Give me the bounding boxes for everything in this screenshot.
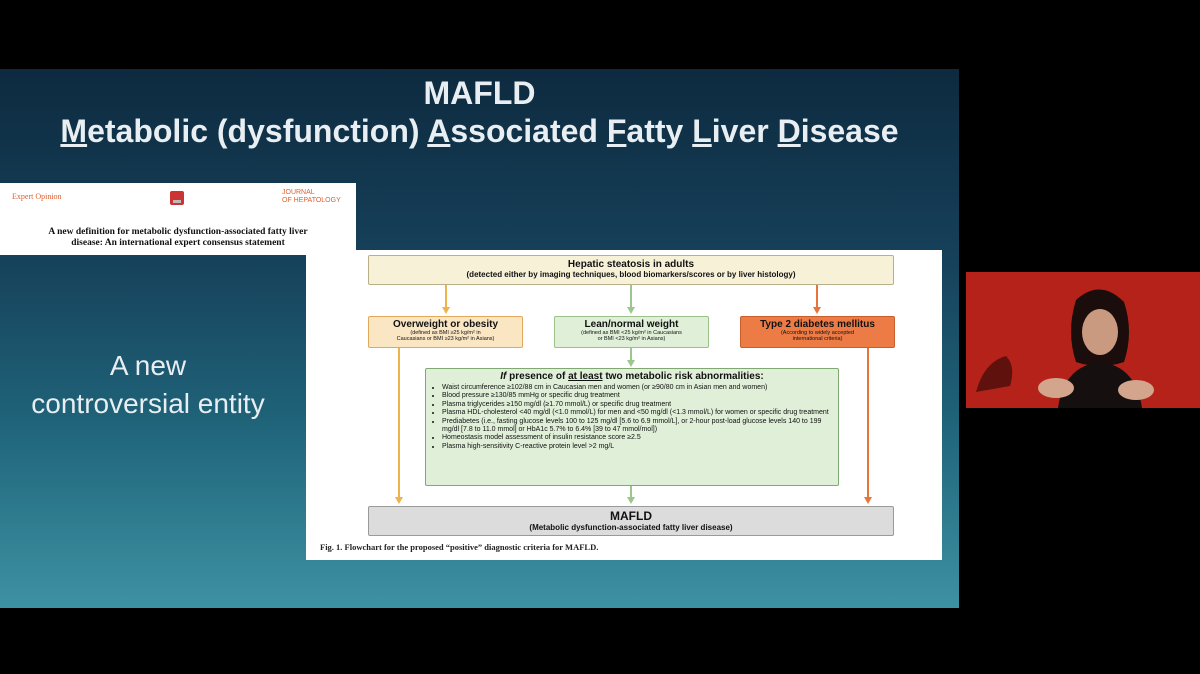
figure-caption: Fig. 1. Flowchart for the proposed “posi… <box>320 542 599 552</box>
presentation-slide: MAFLD Metabolic (dysfunction) Associated… <box>0 69 959 608</box>
criteria-item: Waist circumference ≥102/88 cm in Caucas… <box>442 384 832 392</box>
type2-diabetes-box: Type 2 diabetes mellitus (According to w… <box>740 316 895 348</box>
arrowhead-overweight-mafld <box>395 497 403 504</box>
slide-title: MAFLD <box>423 75 536 111</box>
arrowhead-steatosis-overweight <box>442 307 450 314</box>
criteria-item: Prediabetes (i.e., fasting glucose level… <box>442 418 832 435</box>
flowchart-arrows <box>395 285 872 504</box>
flowchart-figure: Hepatic steatosis in adults (detected ei… <box>306 250 942 560</box>
criteria-item: Plasma triglycerides ≥150 mg/dl (≥1.70 m… <box>442 401 832 409</box>
criteria-item: Plasma HDL-cholesterol <40 mg/dl (<1.0 m… <box>442 409 832 417</box>
criteria-heading: If presence of at least two metabolic ri… <box>500 371 764 382</box>
criteria-list: Waist circumference ≥102/88 cm in Caucas… <box>426 384 838 451</box>
overweight-obesity-box: Overweight or obesity (defined as BMI ≥2… <box>368 316 523 348</box>
criteria-item: Homeostasis model assessment of insulin … <box>442 434 832 442</box>
criteria-item: Blood pressure ≥130/85 mmHg or specific … <box>442 392 832 400</box>
metabolic-risk-criteria-box: If presence of at least two metabolic ri… <box>425 368 839 486</box>
slide-subtitle: Metabolic (dysfunction) Associated Fatty… <box>60 113 899 149</box>
hepatic-steatosis-box: Hepatic steatosis in adults (detected ei… <box>368 255 894 285</box>
arrowhead-lean-criteria <box>627 360 635 367</box>
publisher-logo-icon <box>170 191 184 205</box>
paper-title: A new definition for metabolic dysfuncti… <box>48 227 308 248</box>
mafld-outcome-box: MAFLD (Metabolic dysfunction-associated … <box>368 506 894 536</box>
speaker-figure-icon <box>966 272 1200 408</box>
lean-normal-weight-box: Lean/normal weight (defined as BMI <25 k… <box>554 316 709 348</box>
arrowhead-diabetes-mafld <box>864 497 872 504</box>
arrowhead-steatosis-lean <box>627 307 635 314</box>
article-type-label: Expert Opinion <box>12 192 62 201</box>
criteria-item: Plasma high-sensitivity C-reactive prote… <box>442 443 832 451</box>
arrowhead-criteria-mafld <box>627 497 635 504</box>
speaker-video-thumbnail[interactable] <box>966 272 1200 408</box>
arrowhead-steatosis-diabetes <box>813 307 821 314</box>
